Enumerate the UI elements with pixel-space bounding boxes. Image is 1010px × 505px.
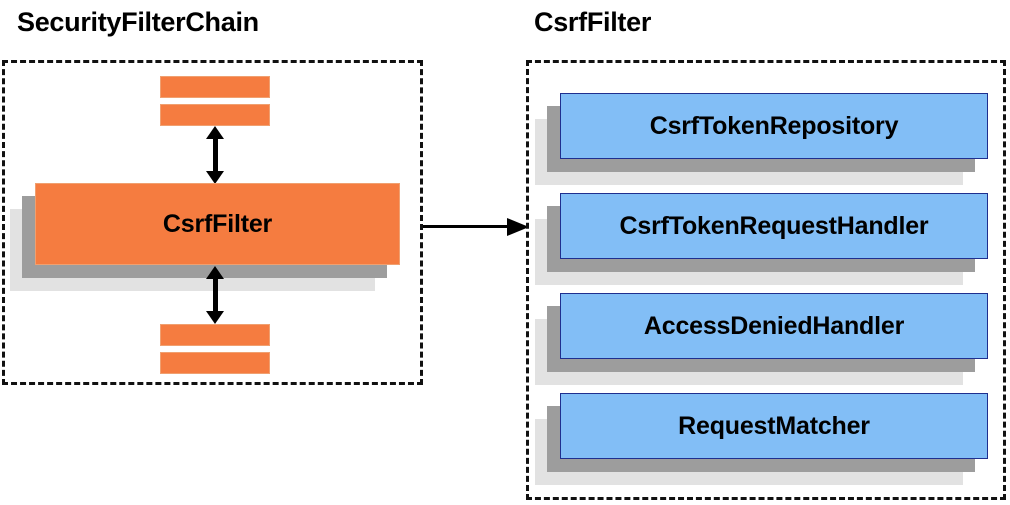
filter-bar-bottom-1	[160, 324, 270, 346]
collaborator-card-label: AccessDeniedHandler	[643, 311, 905, 340]
arrow-shaft	[213, 275, 218, 315]
collaborator-card-label: RequestMatcher	[678, 411, 870, 440]
collaborator-card-csrf-token-repository[interactable]: CsrfTokenRepository	[535, 93, 990, 185]
double-arrow-up-icon	[206, 126, 224, 184]
card-face: CsrfTokenRepository	[560, 93, 988, 159]
arrow-head-up-icon	[206, 126, 224, 139]
security-filter-chain-panel	[2, 60, 423, 385]
page-title-csrf-filter: CsrfFilter	[534, 7, 652, 37]
arrow-head-up-icon	[206, 266, 224, 279]
arrow-head-down-icon	[206, 311, 224, 324]
collaborator-card-request-matcher[interactable]: RequestMatcher	[535, 393, 990, 485]
arrow-shaft	[213, 135, 218, 175]
connector-arrow-right-icon	[423, 218, 529, 236]
connector-arrow-head-icon	[507, 218, 529, 236]
collaborator-card-label: CsrfTokenRepository	[649, 111, 899, 140]
collaborator-card-access-denied-handler[interactable]: AccessDeniedHandler	[535, 293, 990, 385]
page-title-security-filter-chain: SecurityFilterChain	[17, 7, 259, 37]
csrf-filter-card-label: CsrfFilter	[162, 209, 273, 238]
card-face: AccessDeniedHandler	[560, 293, 988, 359]
collaborator-card-label: CsrfTokenRequestHandler	[619, 211, 929, 240]
csrf-filter-panel	[526, 60, 1006, 500]
card-face: RequestMatcher	[560, 393, 988, 459]
card-face: CsrfFilter	[35, 183, 400, 265]
arrow-head-down-icon	[206, 171, 224, 184]
filter-bar-top-2	[160, 104, 270, 126]
csrf-filter-card[interactable]: CsrfFilter	[10, 183, 425, 293]
connector-shaft	[423, 225, 513, 228]
double-arrow-down-icon	[206, 266, 224, 324]
collaborator-card-csrf-token-request-handler[interactable]: CsrfTokenRequestHandler	[535, 193, 990, 285]
filter-bar-bottom-2	[160, 352, 270, 374]
filter-bar-top-1	[160, 76, 270, 98]
card-face: CsrfTokenRequestHandler	[560, 193, 988, 259]
